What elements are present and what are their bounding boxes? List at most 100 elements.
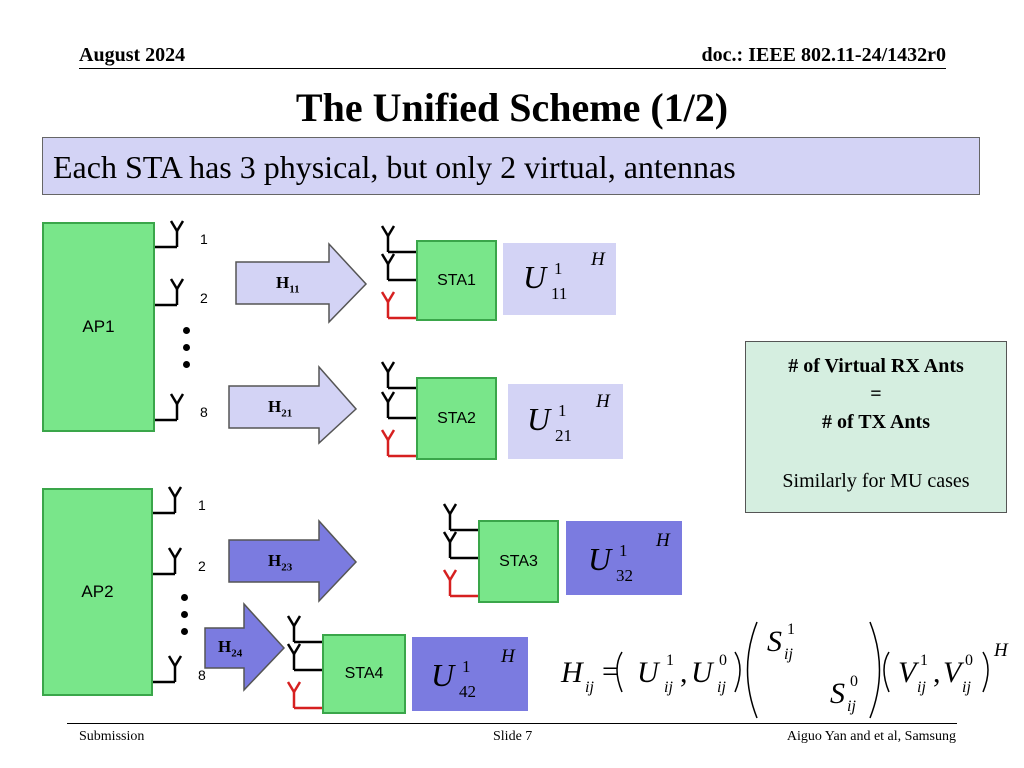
sta1-antennas [380,224,418,320]
equation-v1-sub: ij [917,679,926,696]
sta3-box: STA3 [478,520,559,603]
equation-v0-sub: ij [962,679,971,696]
footer-submission: Submission [79,729,145,744]
h21-label: H21 [268,397,293,420]
sta1-label: STA1 [437,271,476,289]
h24-label: H24 [218,637,243,660]
equation-s0-sub: ij [847,698,856,715]
equation-v1-sup: 1 [920,652,928,669]
sta2-label: STA2 [437,409,476,427]
footer-rule [67,723,957,724]
note-line-1: # of Virtual RX Ants [788,355,964,377]
h23-arrow [228,519,358,603]
ap2-box: AP2 [42,488,153,696]
equation-lhs-sub: ij [585,679,594,696]
precoder-u11-sup: 1 [554,259,563,278]
equation-comma-u: , [680,656,688,689]
precoder-u32-box [566,521,682,595]
precoder-u32-sub: 32 [616,566,633,585]
equation-v1: V [898,656,917,689]
precoder-u11-box [503,243,616,315]
equation-u1: U [637,656,659,689]
precoder-u21-sup: 1 [558,401,567,420]
ap2-antenna-1 [151,485,183,515]
equation-exp: H [994,640,1008,661]
precoder-brackets [418,257,653,700]
precoder-u32-sup: 1 [619,541,628,560]
h11-arrow [235,242,368,324]
equation-u0-sub: ij [717,679,726,696]
precoder-u11-base: U [523,259,547,295]
h21-arrow [228,365,358,445]
header-doc-id: doc.: IEEE 802.11-24/1432r0 [701,44,946,66]
equation-u0: U [691,656,713,689]
sta4-label: STA4 [344,665,384,682]
ap1-antenna-2 [153,277,185,307]
equation-s0: S [830,677,845,710]
sta1-box: STA1 [416,240,497,321]
ap1-antenna-num-8: 8 [200,404,208,420]
sta4-box: STA4 [322,634,406,714]
equation-s0-sup: 0 [850,673,858,690]
equation-v0-sup: 0 [965,652,973,669]
slide-title: The Unified Scheme (1/2) [295,85,729,130]
virtual-antennas-note: # of Virtual RX Ants = # of TX Ants Simi… [745,341,1007,513]
precoder-u42-sub: 42 [459,682,476,701]
equation-s1: S [767,625,782,658]
precoder-u21-sub: 21 [555,426,572,445]
equation-comma-v: , [933,656,941,689]
ap2-ellipsis-dot [181,611,188,618]
precoder-u42-base: U [431,657,455,693]
ap2-ellipsis-dot [181,594,188,601]
equation-s1-sup: 1 [787,621,795,638]
ap2-antenna-2 [151,546,183,576]
precoder-u21-base: U [527,401,551,437]
precoder-u42-sup: 1 [462,657,471,676]
h24-arrow [204,602,286,692]
precoder-u11-exp: H [591,249,605,270]
subtitle-banner: Each STA has 3 physical, but only 2 virt… [42,137,980,195]
footer-slide-number: Slide 7 [493,729,533,744]
ap2-ellipsis-dot [181,628,188,635]
header-rule [79,68,946,69]
precoder-u21-exp: H [596,391,610,412]
precoder-u32-exp: H [656,530,670,551]
ap1-antenna-1 [153,219,185,249]
ap2-antenna-num-8: 8 [198,667,206,683]
precoder-u42-exp: H [501,646,515,667]
ap1-box: AP1 [42,222,155,432]
equation-v0: V [943,656,962,689]
equation-equals: = [602,655,619,688]
note-line-3: # of TX Ants [822,411,930,433]
ap2-antenna-num-1: 1 [198,497,206,513]
ap1-ellipsis-dot [183,344,190,351]
ap1-antenna-num-2: 2 [200,290,208,306]
equation-lhs: H [561,656,583,689]
h11-label: H11 [276,273,300,296]
note-line-4: Similarly for MU cases [782,470,970,492]
ap2-label: AP2 [81,582,114,601]
equation-u1-sup: 1 [666,652,674,669]
equation-s1-sub: ij [784,646,793,663]
footer-author: Aiguo Yan and et al, Samsung [786,729,956,744]
ap1-antenna-num-1: 1 [200,231,208,247]
precoder-u11-sub: 11 [551,284,568,303]
equation-u0-sup: 0 [719,652,727,669]
ap1-ellipsis-dot [183,327,190,334]
ap2-antenna-num-2: 2 [198,558,206,574]
sta3-antennas [442,502,480,598]
precoder-u21-box [508,384,623,459]
header-date: August 2024 [79,44,186,66]
ap1-label: AP1 [82,317,115,336]
sta2-antennas [380,360,418,458]
ap1-ellipsis-dot [183,361,190,368]
ap1-antenna-8 [153,392,185,422]
sta4-antennas [286,614,324,710]
precoder-u32-base: U [588,541,612,577]
h23-label: H23 [268,551,293,574]
sta3-label: STA3 [499,552,538,570]
sta2-box: STA2 [416,377,497,460]
equation-brackets [616,621,989,719]
ap2-antenna-8 [151,654,183,684]
